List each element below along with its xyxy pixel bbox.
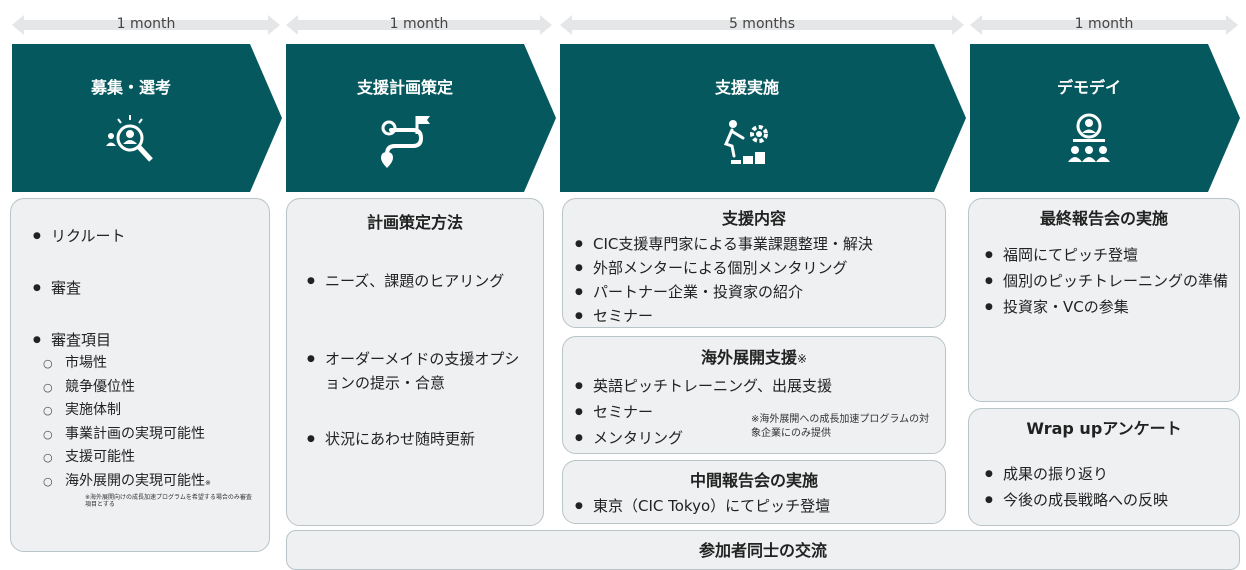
stage-planning: 支援計画策定 — [286, 44, 556, 192]
stage-support: 支援実施 — [560, 44, 966, 192]
duration-arrow-3: 5 months — [560, 12, 964, 38]
duration-arrow-1: 1 month — [12, 12, 280, 38]
criteria-note: ※海外展開向けの成長加速プログラムを希望する場合のみ審査項目とする — [85, 494, 252, 508]
criteria-item: 海外展開の実現可能性※ — [33, 470, 267, 496]
duration-label-2: 1 month — [389, 16, 449, 32]
overseas-note: ※海外展開への成長加速プログラムの対象企業にのみ提供 — [751, 414, 930, 439]
list-item: セミナー — [575, 399, 915, 425]
duration-label-4: 1 month — [1074, 16, 1134, 32]
list-item: 審査項目 — [33, 329, 263, 351]
overseas-title-text: 海外展開支援 — [700, 348, 797, 367]
final-report-title: 最終報告会の実施 — [1039, 209, 1168, 228]
route-plan-icon — [381, 116, 430, 168]
list-item: 個別のピッチトレーニングの準備 — [985, 268, 1237, 294]
support-box: 支援内容 CIC支援専門家による事業課題整理・解決 外部メンターによる個別メンタ… — [562, 198, 946, 328]
recruit-box: リクルート 審査 審査項目 市場性 競争優位性 実施体制 事業計画の実現可能性 … — [10, 198, 270, 552]
list-item: 福岡にてピッチ登壇 — [985, 242, 1237, 268]
list-item: 状況にあわせ随時更新 — [307, 427, 533, 451]
duration-label-1: 1 month — [116, 16, 176, 32]
duration-arrow-2: 1 month — [286, 12, 552, 38]
criteria-list: 市場性 競争優位性 実施体制 事業計画の実現可能性 支援可能性 海外展開の実現可… — [33, 352, 267, 495]
planning-list: オーダーメイドの支援オプションの提示・合意 — [307, 347, 533, 395]
list-item: 英語ピッチトレーニング、出展支援 — [575, 373, 915, 399]
criteria-item: 競争優位性 — [33, 376, 267, 400]
wrapup-box: Wrap upアンケート 成果の振り返り 今後の成長戦略への反映 — [968, 408, 1240, 526]
list-item: 成果の振り返り — [985, 461, 1235, 487]
recruit-list: 審査項目 — [33, 329, 263, 351]
list-item: 審査 — [33, 277, 263, 299]
overseas-box: 海外展開支援※ 英語ピッチトレーニング、出展支援 セミナー メンタリング ※海外… — [562, 336, 946, 454]
presentation-audience-icon — [1068, 113, 1110, 162]
networking-title: 参加者同士の交流 — [698, 541, 827, 560]
list-item: リクルート — [33, 225, 263, 247]
list-item: 投資家・VCの参集 — [985, 294, 1237, 320]
list-item: メンタリング — [575, 425, 915, 451]
stairs-gear-icon — [723, 120, 768, 164]
criteria-item: 事業計画の実現可能性 — [33, 423, 267, 447]
networking-banner: 参加者同士の交流 — [286, 530, 1240, 570]
criteria-item-text: 海外展開の実現可能性 — [65, 472, 205, 489]
list-item: セミナー — [575, 304, 943, 328]
wrapup-title: Wrap upアンケート — [1026, 419, 1182, 438]
criteria-item: 市場性 — [33, 352, 267, 376]
list-item: 今後の成長戦略への反映 — [985, 487, 1235, 513]
overseas-list: 英語ピッチトレーニング、出展支援 セミナー メンタリング — [575, 373, 915, 451]
interim-box: 中間報告会の実施 東京（CIC Tokyo）にてピッチ登壇 — [562, 460, 946, 524]
list-item: パートナー企業・投資家の紹介 — [575, 280, 943, 304]
planning-title: 計画策定方法 — [366, 213, 463, 232]
support-title: 支援内容 — [721, 209, 786, 228]
final-report-list: 福岡にてピッチ登壇 個別のピッチトレーニングの準備 投資家・VCの参集 — [985, 242, 1237, 320]
recruit-list: リクルート — [33, 225, 263, 247]
overseas-title-mark: ※ — [796, 352, 808, 366]
final-report-box: 最終報告会の実施 福岡にてピッチ登壇 個別のピッチトレーニングの準備 投資家・V… — [968, 198, 1240, 402]
support-list: CIC支援専門家による事業課題整理・解決 外部メンターによる個別メンタリング パ… — [575, 232, 943, 328]
criteria-mark: ※ — [205, 478, 211, 487]
stage-title: 支援実施 — [714, 78, 779, 97]
list-item: 外部メンターによる個別メンタリング — [575, 256, 943, 280]
stage-title: デモデイ — [1056, 78, 1121, 97]
interim-title: 中間報告会の実施 — [689, 471, 818, 490]
planning-list: 状況にあわせ随時更新 — [307, 427, 533, 451]
list-item: オーダーメイドの支援オプションの提示・合意 — [307, 347, 533, 395]
stage-title: 支援計画策定 — [356, 78, 453, 97]
stage-recruit: 募集・選考 — [12, 44, 282, 192]
list-item: CIC支援専門家による事業課題整理・解決 — [575, 232, 943, 256]
interim-list: 東京（CIC Tokyo）にてピッチ登壇 — [575, 495, 935, 517]
planning-box: 計画策定方法 ニーズ、課題のヒアリング オーダーメイドの支援オプションの提示・合… — [286, 198, 544, 526]
wrapup-list: 成果の振り返り 今後の成長戦略への反映 — [985, 461, 1235, 513]
planning-list: ニーズ、課題のヒアリング — [307, 269, 533, 293]
stage-demoday: デモデイ — [970, 44, 1240, 192]
criteria-item: 支援可能性 — [33, 446, 267, 470]
duration-arrow-4: 1 month — [970, 12, 1238, 38]
list-item: 東京（CIC Tokyo）にてピッチ登壇 — [575, 495, 935, 517]
stage-title: 募集・選考 — [90, 78, 171, 97]
list-item: ニーズ、課題のヒアリング — [307, 269, 533, 293]
duration-label-3: 5 months — [728, 16, 796, 32]
overseas-title: 海外展開支援※ — [563, 344, 945, 368]
recruit-list: 審査 — [33, 277, 263, 299]
recruit-search-icon — [106, 115, 153, 162]
criteria-item: 実施体制 — [33, 399, 267, 423]
